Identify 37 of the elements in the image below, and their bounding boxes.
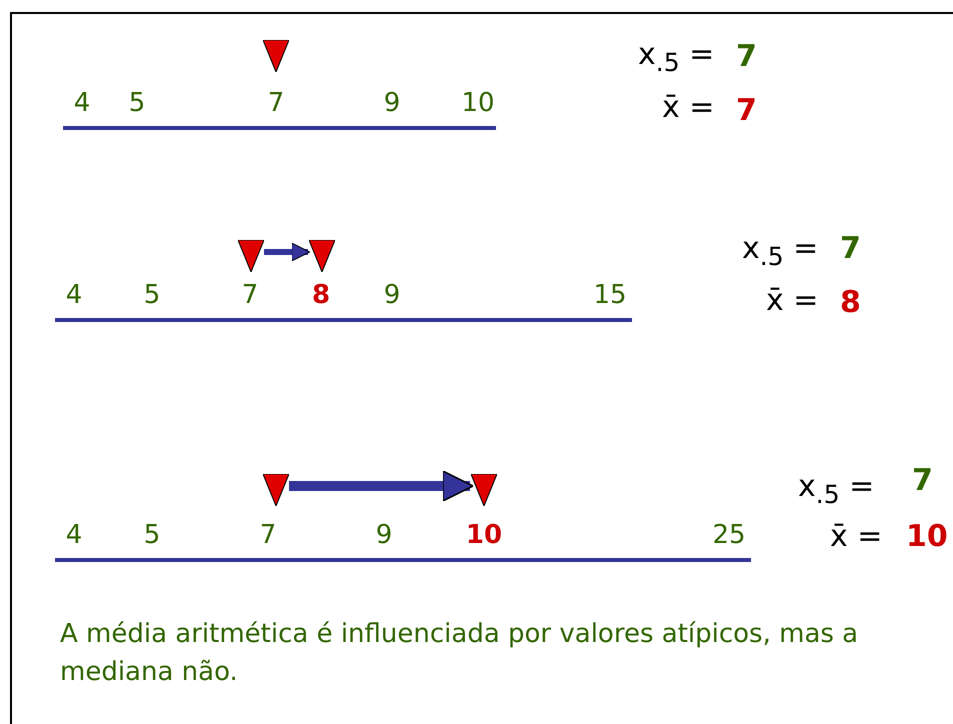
statistic-value: 7 (912, 464, 933, 498)
number-label: 5 (144, 280, 160, 310)
number-label: 7 (242, 280, 258, 310)
median-label: x$_{.5}$ = (742, 232, 818, 273)
conclusion-text: A média aritmética é influenciada por valores atípicos, mas a mediana não. (60, 618, 860, 689)
arrow (289, 470, 474, 502)
number-label: 15 (593, 280, 627, 310)
statistic-value: 10 (906, 520, 948, 554)
number-label: 25 (712, 520, 746, 550)
mean-label: x̄ = (766, 284, 818, 318)
number-label: 7 (260, 520, 276, 550)
number-label: 8 (312, 280, 330, 310)
statistic-value: 7 (840, 232, 861, 266)
triangle-marker (263, 474, 289, 506)
number-label: 4 (74, 88, 90, 118)
number-label: 5 (144, 520, 160, 550)
triangle-marker (309, 240, 335, 272)
mean-label: x̄ = (662, 91, 714, 125)
median-label: x$_{.5}$ = (638, 38, 714, 79)
number-label: 9 (384, 88, 400, 118)
mean-label: x̄ = (830, 520, 882, 554)
triangle-marker (263, 40, 289, 72)
median-label: x$_{.5}$ = (798, 470, 874, 511)
arrow (264, 242, 310, 262)
number-label: 9 (384, 280, 400, 310)
triangle-marker (471, 474, 497, 506)
number-label: 4 (66, 520, 82, 550)
number-label: 5 (128, 88, 146, 118)
triangle-marker (238, 240, 264, 272)
statistic-value: 8 (840, 286, 861, 320)
statistic-value: 7 (736, 40, 757, 74)
number-label: 4 (66, 280, 82, 310)
number-label: 10 (461, 88, 495, 118)
number-label: 10 (466, 520, 502, 550)
statistic-value: 7 (736, 94, 757, 128)
number-label: 7 (268, 88, 284, 118)
number-label: 9 (376, 520, 392, 550)
